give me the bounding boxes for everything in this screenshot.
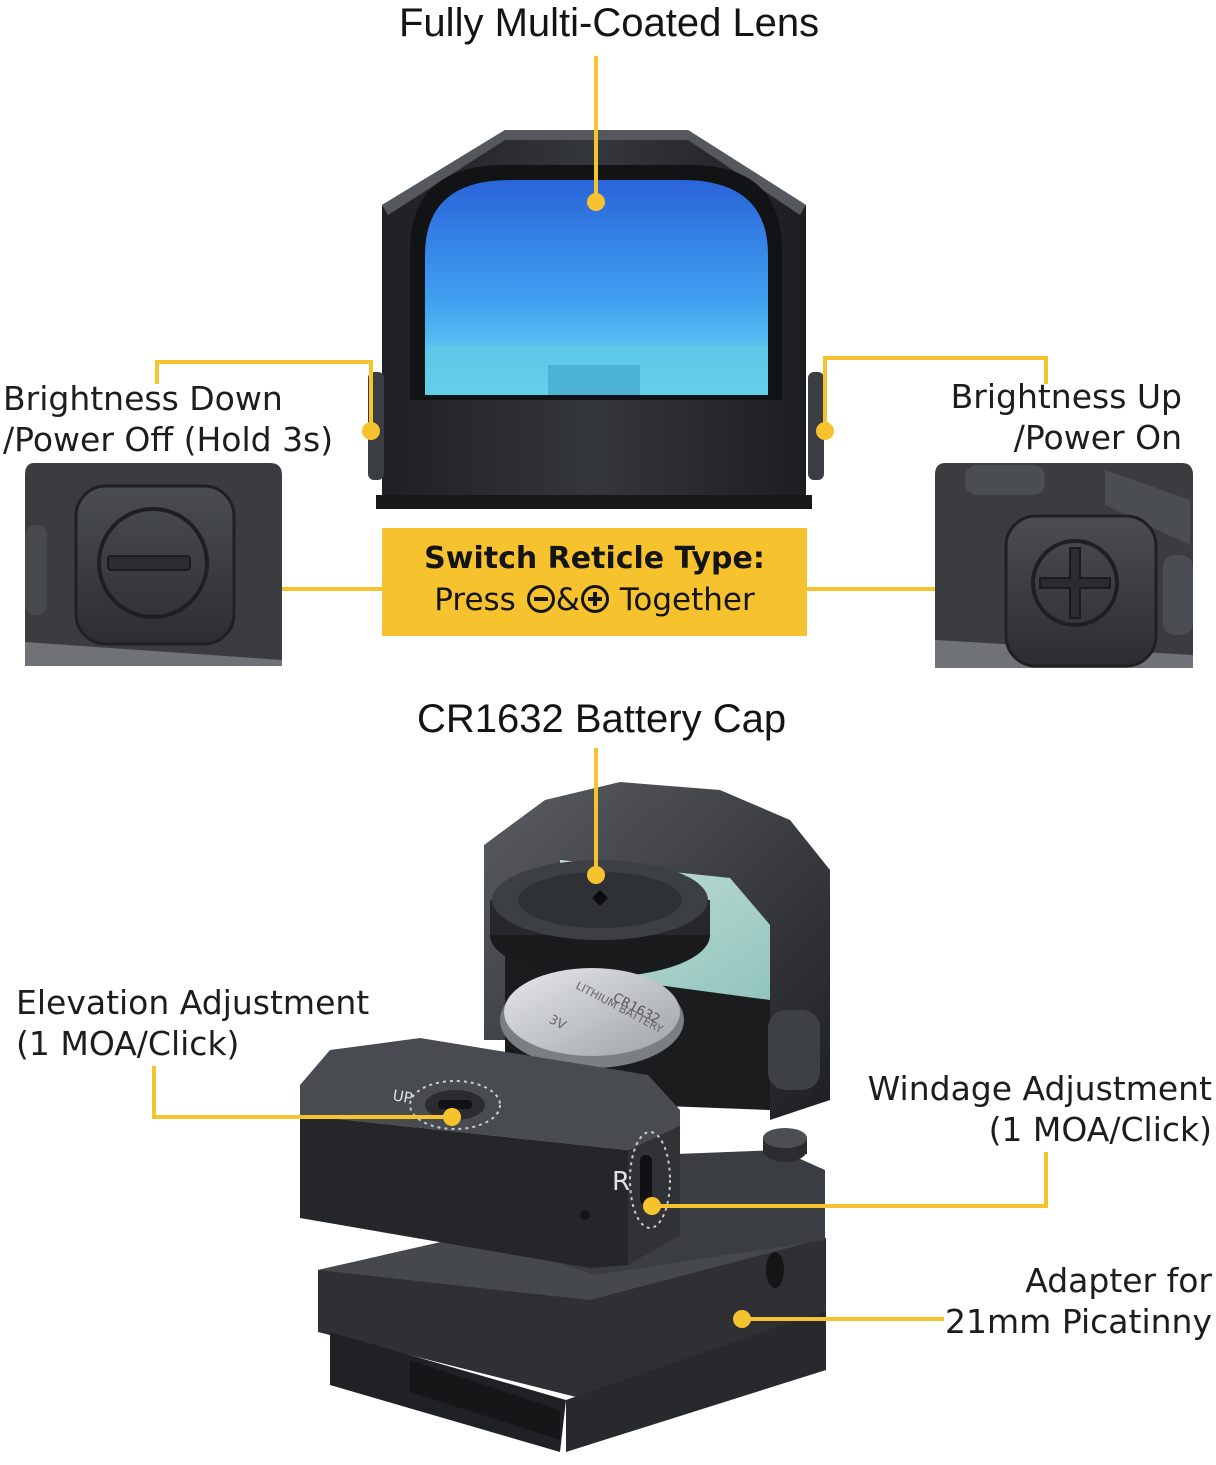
- windage-line-1: Windage Adjustment: [867, 1069, 1212, 1108]
- elevation-label: Elevation Adjustment (1 MOA/Click): [16, 982, 369, 1064]
- callout-heading: Switch Reticle Type:: [424, 541, 765, 576]
- leader-dots: [362, 193, 834, 1328]
- leader-lines: [152, 56, 1048, 1321]
- brightness-down-label: Brightness Down /Power Off (Hold 3s): [3, 378, 333, 460]
- brightness-up-button: [808, 372, 824, 480]
- plus-button-closeup: [935, 463, 1193, 668]
- brightness-up-line-1: Brightness Up: [950, 377, 1182, 416]
- windage-line-2: (1 MOA/Click): [988, 1110, 1212, 1149]
- brightness-up-label: Brightness Up /Power On: [900, 376, 1182, 458]
- cr1632-battery: [504, 968, 680, 1056]
- battery-voltage-text: 3V: [546, 1012, 568, 1033]
- elevation-line-2: (1 MOA/Click): [16, 1024, 240, 1063]
- callout-body: Press & Together: [382, 578, 807, 622]
- elevation-line-1: Elevation Adjustment: [16, 983, 370, 1022]
- windage-label: Windage Adjustment (1 MOA/Click): [850, 1068, 1212, 1150]
- brightness-down-line-2: /Power Off (Hold 3s): [3, 420, 334, 459]
- adapter-line-1: Adapter for: [1025, 1261, 1212, 1300]
- callout-amp: &: [555, 582, 580, 618]
- lens-glass: [425, 180, 768, 395]
- adapter-line-2: 21mm Picatinny: [945, 1302, 1212, 1341]
- r-marking: R: [612, 1167, 630, 1197]
- switch-reticle-callout: Switch Reticle Type: Press & Together: [382, 528, 807, 636]
- minus-circle-icon: [526, 585, 555, 613]
- up-marking: UP: [391, 1086, 414, 1107]
- elevation-dial-slot: [438, 1100, 472, 1109]
- plus-circle-icon: [580, 585, 609, 613]
- lens-title: Fully Multi-Coated Lens: [399, 1, 820, 45]
- battery-cap-title: CR1632 Battery Cap: [417, 697, 787, 741]
- minus-button-closeup: [25, 463, 282, 666]
- brightness-up-line-2: /Power On: [1013, 418, 1182, 457]
- windage-dial-slot: [640, 1155, 652, 1205]
- plus-icon: [1039, 547, 1111, 619]
- red-dot-sight-front: [368, 130, 824, 509]
- callout-together: Together: [619, 582, 755, 618]
- brightness-down-line-1: Brightness Down: [3, 379, 283, 418]
- adapter-label: Adapter for 21mm Picatinny: [900, 1260, 1212, 1342]
- red-dot-sight-exploded: CR1632 LITHIUM BATTERY 3V UP R: [300, 782, 830, 1452]
- callout-press: Press: [434, 582, 516, 618]
- minus-icon: [107, 555, 191, 571]
- battery-cap-slot: [592, 890, 608, 906]
